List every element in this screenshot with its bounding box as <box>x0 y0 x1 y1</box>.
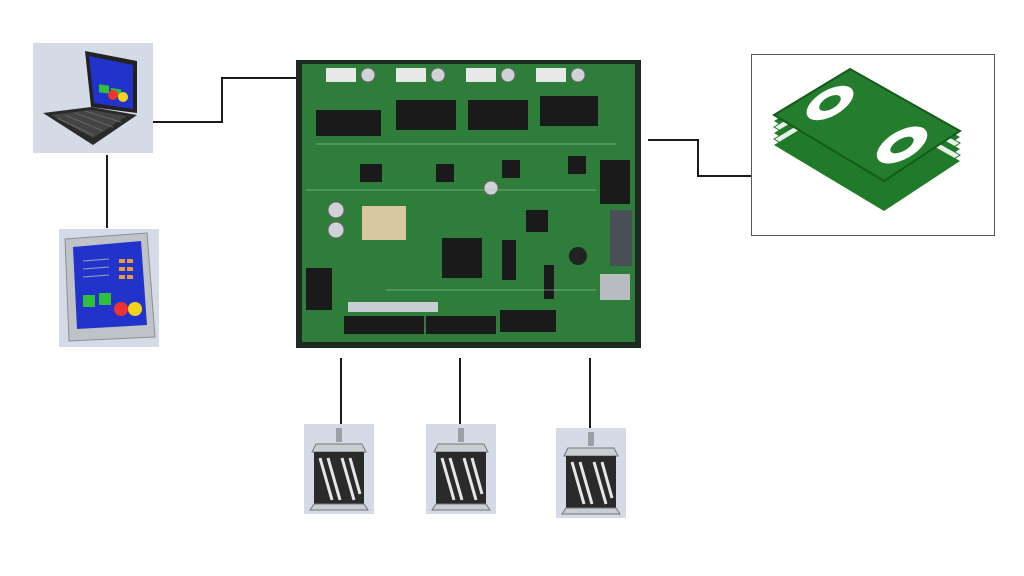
stepper-motor-icon <box>426 424 496 514</box>
circuit-board-icon <box>296 60 641 348</box>
stepper-motor-2-node <box>426 424 496 514</box>
edge-board-banknote <box>648 139 752 177</box>
stepper-motor-3-node <box>556 428 626 518</box>
touch-panel-node <box>59 229 159 347</box>
banknotes-icon <box>772 67 962 211</box>
touch-panel-icon <box>59 229 159 347</box>
stepper-motor-1-node <box>304 424 374 514</box>
laptop-icon <box>33 43 153 153</box>
stepper-motor-icon <box>304 424 374 514</box>
stepper-motor-icon <box>556 428 626 518</box>
banknote-device-node <box>751 54 995 236</box>
laptop-node <box>33 43 153 153</box>
edge-laptop-board <box>152 77 296 123</box>
controller-board-node <box>296 60 641 348</box>
